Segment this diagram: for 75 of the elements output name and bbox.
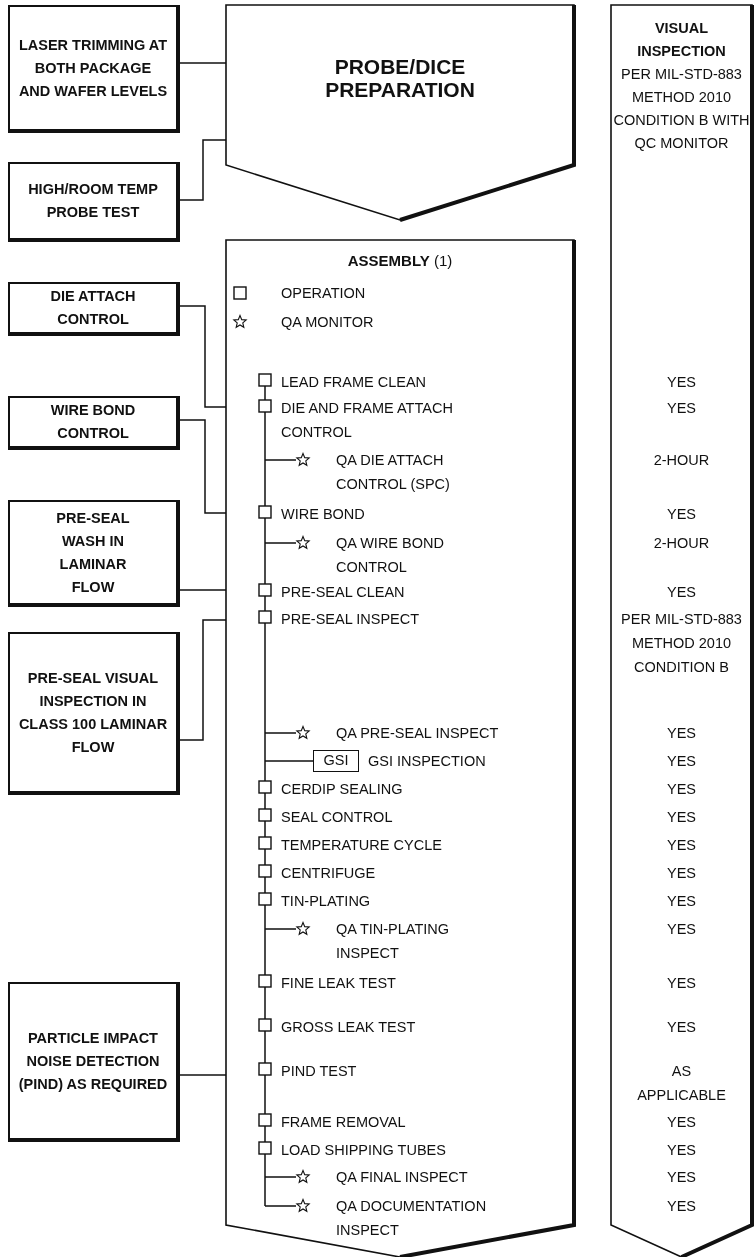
- connector-line: [179, 305, 227, 408]
- box-label: DIE ATTACH CONTROL: [49, 287, 137, 329]
- process-box: [8, 500, 180, 607]
- value-label: YES: [666, 724, 697, 743]
- process-box: [8, 282, 180, 336]
- step-label: QA DOCUMENTATION INSPECT: [336, 1197, 488, 1240]
- value-label: YES: [666, 373, 697, 392]
- box-label: PARTICLE IMPACT NOISE DETECTION (PIND) AS REQUIRED: [18, 1028, 168, 1094]
- step-label: GROSS LEAK TEST: [281, 1018, 417, 1037]
- step-label: SEAL CONTROL: [281, 808, 394, 827]
- value-label: PER MIL-STD-883 METHOD 2010 CONDITION B: [620, 610, 743, 677]
- process-box: [8, 632, 180, 795]
- value-label: YES: [666, 808, 697, 827]
- step-label: CENTRIFUGE: [281, 864, 377, 883]
- value-label: YES: [666, 974, 697, 993]
- value-label: YES: [666, 1141, 697, 1160]
- process-box: [8, 396, 180, 450]
- step-label: DIE AND FRAME ATTACH CONTROL: [281, 399, 454, 442]
- step-label: TEMPERATURE CYCLE: [281, 836, 443, 855]
- value-label: YES: [666, 892, 697, 911]
- chevron-shape: [226, 5, 574, 220]
- value-label: YES: [666, 399, 697, 418]
- step-label: CERDIP SEALING: [281, 780, 404, 799]
- value-label: YES: [666, 920, 697, 939]
- step-label: QA PRE-SEAL INSPECT: [336, 724, 500, 743]
- box-label: LASER TRIMMING AT BOTH PACKAGE AND WAFER LEVELS: [18, 35, 168, 101]
- process-box: [8, 982, 180, 1142]
- chevron-shape: [226, 240, 574, 1257]
- step-label: QA WIRE BOND CONTROL: [336, 534, 445, 577]
- step-label: LOAD SHIPPING TUBES: [281, 1141, 447, 1160]
- step-label: QA FINAL INSPECT: [336, 1168, 469, 1187]
- step-label: QA TIN-PLATING INSPECT: [336, 920, 451, 963]
- step-label: PRE-SEAL INSPECT: [281, 610, 421, 629]
- legend-label: OPERATION: [281, 284, 367, 303]
- chevron-shape: [611, 5, 752, 1257]
- process-box: [8, 162, 180, 242]
- step-label: PIND TEST: [281, 1062, 358, 1081]
- connector-line: [179, 1074, 227, 1076]
- value-label: YES: [666, 836, 697, 855]
- tag-label: GSI: [313, 750, 359, 772]
- connector-line: [179, 589, 227, 591]
- box-label: PRE-SEAL VISUAL INSPECTION IN CLASS 100 LAMINAR FLOW: [18, 668, 168, 757]
- step-label: FRAME REMOVAL: [281, 1113, 407, 1132]
- step-label: LEAD FRAME CLEAN: [281, 373, 428, 392]
- legend-label: QA MONITOR: [281, 313, 375, 332]
- step-label: GSI INSPECTION: [368, 752, 487, 771]
- value-label: YES: [666, 752, 697, 771]
- value-label: 2-HOUR: [652, 534, 711, 553]
- step-label: PRE-SEAL CLEAN: [281, 583, 406, 602]
- heading: ASSEMBLY (1): [346, 251, 454, 271]
- value-label: YES: [666, 1197, 697, 1216]
- value-label: YES: [666, 1018, 697, 1037]
- box-label: WIRE BOND CONTROL: [49, 401, 137, 443]
- value-label: 2-HOUR: [652, 451, 711, 470]
- connector-line: [179, 139, 227, 201]
- value-label: YES: [666, 864, 697, 883]
- value-label: YES: [666, 505, 697, 524]
- box-label: HIGH/ROOM TEMP PROBE TEST: [27, 180, 159, 222]
- step-label: QA DIE ATTACH CONTROL (SPC): [336, 451, 451, 494]
- value-label: AS APPLICABLE: [636, 1062, 727, 1105]
- step-label: TIN-PLATING: [281, 892, 372, 911]
- value-label: YES: [666, 780, 697, 799]
- connector-line: [179, 619, 227, 741]
- value-label: YES: [666, 1168, 697, 1187]
- description: PER MIL-STD-883 METHOD 2010 CONDITION B WITH QC MONITOR: [612, 65, 751, 153]
- process-box: [8, 5, 180, 133]
- box-label: PRE-SEAL WASH IN LAMINAR FLOW: [55, 508, 131, 597]
- value-label: YES: [666, 583, 697, 602]
- value-label: YES: [666, 1113, 697, 1132]
- heading: PROBE/DICE PREPARATION: [324, 55, 476, 101]
- heading: VISUAL INSPECTION: [636, 19, 727, 61]
- step-label: WIRE BOND: [281, 505, 366, 524]
- step-label: FINE LEAK TEST: [281, 974, 397, 993]
- connector-line: [179, 419, 227, 514]
- connector-line: [179, 62, 227, 64]
